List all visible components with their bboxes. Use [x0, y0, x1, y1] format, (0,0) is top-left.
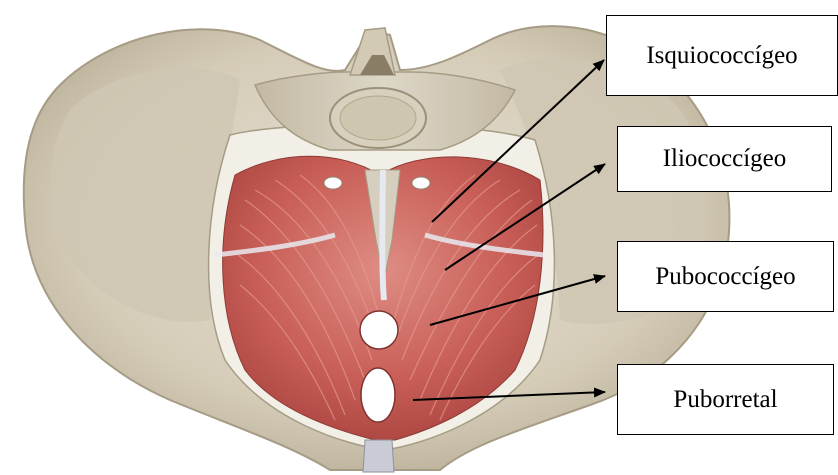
urethral-hiatus [360, 311, 398, 349]
right-foramen [412, 177, 430, 189]
label-isquiococcigeo: Isquiococcígeo [606, 15, 838, 96]
label-iliococcigeo-text: Iliococcígeo [663, 145, 787, 173]
label-iliococcigeo: Iliococcígeo [617, 126, 832, 192]
vertebral-disc [340, 96, 416, 140]
pubic-symphysis [363, 440, 394, 472]
label-puborretal-text: Puborretal [673, 386, 777, 414]
central-raphe [382, 170, 384, 300]
label-isquiococcigeo-text: Isquiococcígeo [646, 42, 797, 70]
rectal-hiatus [361, 368, 395, 422]
label-puborretal: Puborretal [617, 364, 834, 435]
label-pubococcigeo: Pubococcígeo [617, 241, 834, 312]
label-pubococcigeo-text: Pubococcígeo [655, 263, 795, 291]
left-foramen [324, 177, 342, 189]
